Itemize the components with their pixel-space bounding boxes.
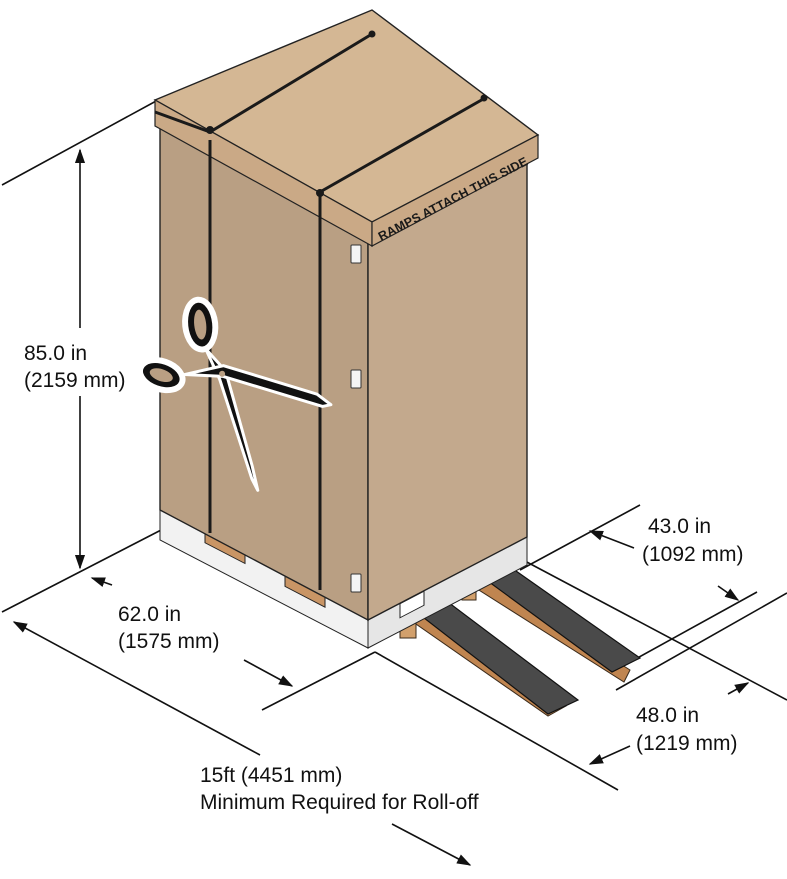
- height-dimension: 85.0 in (2159 mm): [18, 148, 146, 570]
- latch-icon: [350, 573, 362, 593]
- floor-line-front-right: [261, 651, 376, 711]
- strap-clips: [206, 30, 488, 197]
- width-bottom-value: 48.0 in: [636, 704, 699, 727]
- height-label-bg: [18, 328, 146, 396]
- depth-arrow-lower: [243, 659, 294, 687]
- width-bottom-arrow-upper: [727, 682, 750, 695]
- floor-line-ramps-near: [519, 504, 641, 571]
- rolloff-dimension: 15ft (4451 mm) Minimum Required for Roll…: [12, 621, 479, 866]
- width-top-dimension: 43.0 in (1092 mm): [588, 515, 744, 601]
- width-top-value: 43.0 in: [648, 515, 711, 538]
- depth-arrow-upper: [90, 577, 113, 588]
- latch-icon: [350, 369, 362, 389]
- depth-dimension: 62.0 in (1575 mm): [90, 577, 294, 687]
- floor-line-ramps-far: [522, 559, 787, 701]
- pallet: [159, 509, 528, 649]
- depth-value: 62.0 in: [118, 603, 181, 626]
- scissors-icon: [137, 296, 333, 492]
- strap-clip-4: [480, 94, 488, 102]
- width-bottom-metric: (1219 mm): [636, 732, 738, 755]
- floor-line-rear-left: [1, 99, 159, 186]
- strap-clip-1: [206, 126, 214, 134]
- width-bottom-dimension: 48.0 in (1219 mm): [588, 682, 750, 765]
- height-metric: (2159 mm): [24, 369, 126, 392]
- rolloff-value: 15ft (4451 mm): [200, 764, 342, 787]
- rolloff-arrow-upper: [12, 621, 261, 756]
- straps: [154, 32, 486, 590]
- rolloff-line-right: [374, 651, 619, 791]
- strap-clip-3: [368, 30, 376, 38]
- height-value: 85.0 in: [24, 342, 87, 365]
- width-bottom-arrow-lower: [588, 745, 631, 765]
- width-top-arrow-lower: [717, 585, 740, 601]
- side-latches: [350, 244, 362, 593]
- depth-metric: (1575 mm): [118, 630, 220, 653]
- strap-clip-2: [316, 189, 324, 197]
- floor-line-front-left: [1, 527, 166, 613]
- rolloff-arrow-lower: [391, 823, 472, 866]
- strap-top-right: [319, 96, 486, 194]
- width-top-arrow-upper: [588, 530, 635, 549]
- width-top-metric: (1092 mm): [642, 543, 744, 566]
- crate-lid-rim-side: [371, 134, 539, 247]
- latch-icon: [350, 244, 362, 264]
- crate: RAMPS ATTACH THIS SIDE: [137, 9, 540, 622]
- floor-line-tip-lower: [615, 592, 787, 691]
- rolloff-note: Minimum Required for Roll-off: [200, 791, 479, 814]
